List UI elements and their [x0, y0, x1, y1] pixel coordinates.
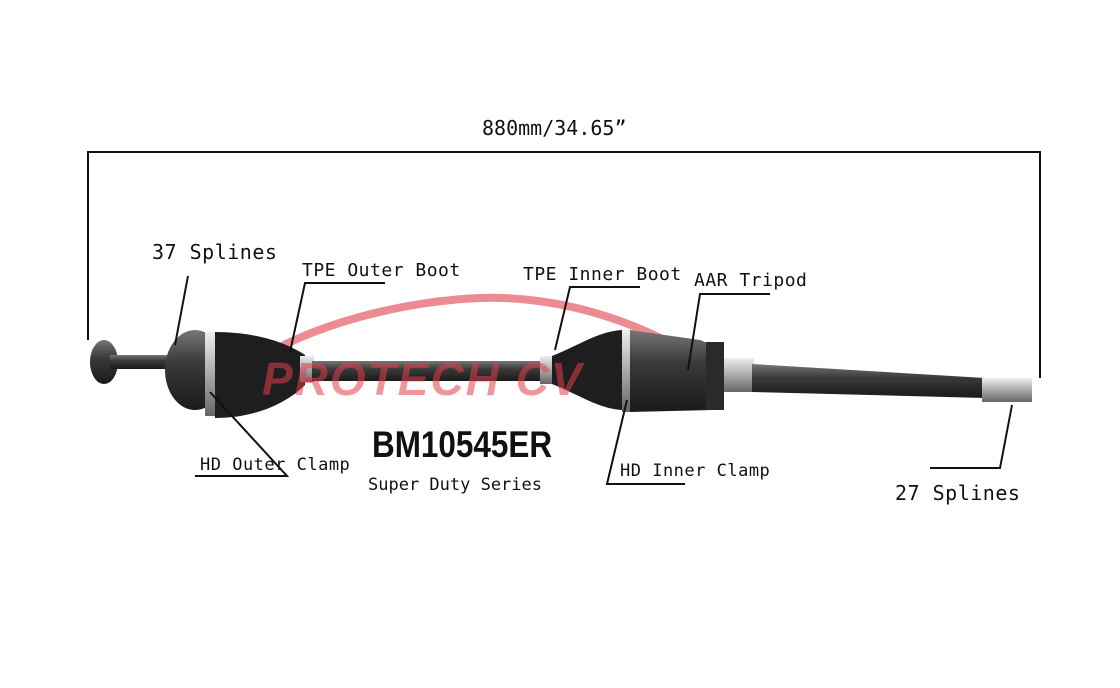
leader-lines [174, 275, 1013, 485]
series-name: Super Duty Series [368, 475, 542, 495]
label-outer-boot: TPE Outer Boot [302, 260, 461, 281]
watermark-car-arc [227, 293, 703, 384]
label-tripod: AAR Tripod [694, 270, 808, 291]
inner-splines [982, 378, 1032, 402]
overall-length: 880mm/34.65” [482, 116, 627, 140]
outer-boot [215, 332, 305, 418]
label-inner-boot: TPE Inner Boot [523, 264, 682, 285]
inner-stub-shaft [752, 364, 985, 398]
outer-clamp [205, 332, 215, 416]
shaft [312, 361, 542, 381]
label-inner-splines: 27 Splines [895, 481, 1021, 505]
part-number: BM10545ER [372, 424, 553, 465]
tripod-housing [630, 330, 712, 412]
inner-boot [552, 330, 625, 410]
dimension-bracket [87, 151, 1041, 378]
label-inner-clamp: HD Inner Clamp [620, 461, 771, 481]
label-outer-splines: 37 Splines [152, 240, 278, 264]
label-outer-clamp: HD Outer Clamp [200, 455, 351, 475]
watermark-text: PROTECH CV [262, 353, 584, 405]
outer-stub-head [90, 340, 118, 384]
inner-clamp [622, 330, 630, 412]
